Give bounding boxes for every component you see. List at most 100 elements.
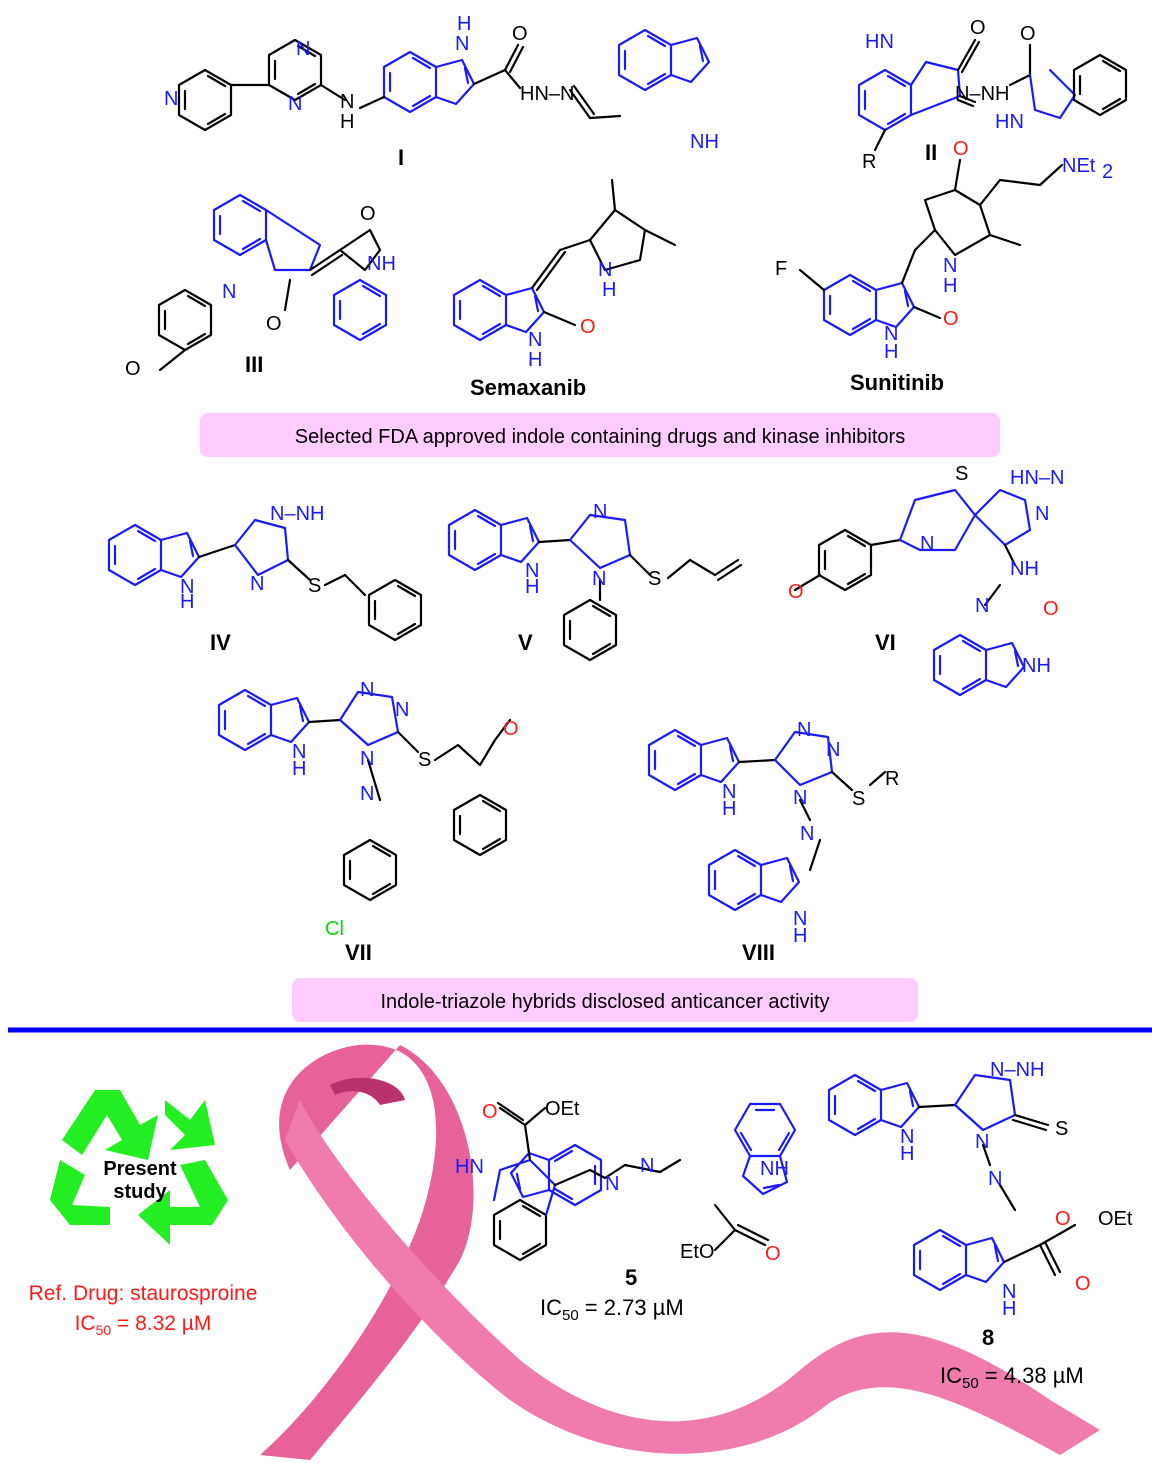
atom-vii-cl: Cl xyxy=(325,918,344,940)
atom-vii-indole-h: H xyxy=(292,758,306,780)
awareness-ribbon-icon xyxy=(260,1044,1100,1460)
label-compound-II: II xyxy=(925,140,937,165)
atom-suni-indolinone-h: H xyxy=(884,341,898,363)
atom-carbonyl-o: O xyxy=(512,23,528,45)
label-sunitinib: Sunitinib xyxy=(850,370,944,395)
compound-VI xyxy=(793,488,1032,695)
label-compound-VIII: VIII xyxy=(742,940,775,965)
compound-VII xyxy=(219,690,512,902)
atom-iv-nn: N–NH xyxy=(270,503,324,525)
compound-II xyxy=(857,38,1128,152)
banner-fda xyxy=(200,413,1000,457)
atom-5-eto: EtO xyxy=(680,1241,714,1263)
atom-v-nn: N xyxy=(593,501,607,523)
atom-vi-o: O xyxy=(1043,598,1059,620)
atom-sema-pyrrole-nh: N xyxy=(598,259,612,281)
atom-viii-imine-n: N xyxy=(800,823,814,845)
label-compound-VII: VII xyxy=(345,940,372,965)
label-compound-5: 5 xyxy=(625,1265,637,1290)
atom-sema-indolinone-n: N xyxy=(528,329,542,351)
atom-viii-n2: N xyxy=(826,739,840,761)
atom-vii-indole-n: N xyxy=(292,741,306,763)
atom-5-nh1: HN xyxy=(455,1156,484,1178)
atom-viii-s: S xyxy=(852,788,865,810)
atom-vi-n3: N xyxy=(920,533,934,555)
result-8-ic50: IC50 = 4.38 µM xyxy=(940,1363,1084,1392)
atom-iv-s: S xyxy=(308,575,321,597)
compound-5 xyxy=(492,1101,795,1262)
atom-v-indole-h: H xyxy=(525,576,539,598)
sunitinib xyxy=(798,158,1064,335)
atom-vii-s: S xyxy=(418,749,431,771)
atom-ii-r: R xyxy=(862,151,876,173)
reference-drug: Ref. Drug: staurosproine xyxy=(29,1282,258,1305)
atom-iv-n: N xyxy=(250,573,264,595)
atom-vi-s: S xyxy=(955,463,968,485)
banner-hybrids xyxy=(292,978,918,1022)
atom-5-nh2: NH xyxy=(760,1158,789,1180)
atom-indole-nh-2: NH xyxy=(690,131,719,153)
atom-indole-n: N xyxy=(455,33,469,55)
atom-pyrimidine-n2: N xyxy=(288,93,302,115)
label-compound-I: I xyxy=(398,145,404,170)
atom-8-o1: O xyxy=(1055,1208,1071,1230)
atom-pyrimidine-n1: N xyxy=(296,38,310,60)
atom-v-s: S xyxy=(648,568,661,590)
atom-viii-r: R xyxy=(885,768,899,790)
atom-ii-hydrazone: N–NH xyxy=(955,83,1009,105)
atom-8-nn: N–NH xyxy=(990,1059,1044,1081)
label-compound-IV: IV xyxy=(210,630,231,655)
atom-5-n2: N xyxy=(640,1155,654,1177)
result-5-ic50: IC50 = 2.73 µM xyxy=(540,1295,684,1324)
atom-viii-nn: N xyxy=(797,719,811,741)
atom-sema-pyrrole-h: H xyxy=(602,279,616,301)
label-compound-8: 8 xyxy=(982,1325,994,1350)
atom-iii-nh: NH xyxy=(367,253,396,275)
atom-viii-indole-n: N xyxy=(722,781,736,803)
atom-ii-o2: O xyxy=(1020,23,1036,45)
atom-suni-f: F xyxy=(775,258,787,280)
atom-5-o2: O xyxy=(765,1243,781,1265)
atom-8-n4: N xyxy=(975,1131,989,1153)
atom-vi-indolinone-nh: NH xyxy=(1022,655,1051,677)
atom-iv-indole-n: N xyxy=(180,576,194,598)
atom-5-o1: O xyxy=(482,1101,498,1123)
atom-vii-n4: N xyxy=(360,748,374,770)
atom-vii-imine-n: N xyxy=(360,783,374,805)
label-compound-III: III xyxy=(245,352,263,377)
atom-viii-indole2-n: N xyxy=(793,908,807,930)
atom-suni-ketone-o: O xyxy=(953,138,969,160)
atom-vii-o: O xyxy=(503,718,519,740)
semaxanib xyxy=(454,178,677,340)
atom-iii-methoxy-o: O xyxy=(125,358,141,380)
atom-viii-indole-h: H xyxy=(722,798,736,820)
atom-8-imine-n: N xyxy=(988,1168,1002,1190)
atom-8-indole-n: N xyxy=(900,1126,914,1148)
atom-viii-n4: N xyxy=(793,787,807,809)
reference-ic50: IC50 = 8.32 µM xyxy=(75,1312,212,1338)
label-compound-VI: VI xyxy=(875,630,896,655)
atom-v-indole-n: N xyxy=(525,560,539,582)
atom-suni-pyrrole-h: H xyxy=(943,275,957,297)
atom-iii-o2: O xyxy=(360,203,376,225)
atom-pyridine-n: N xyxy=(164,88,178,110)
atom-vi-n4: N xyxy=(975,595,989,617)
label-semaxanib: Semaxanib xyxy=(470,375,586,400)
atom-iii-o1: O xyxy=(266,313,282,335)
compound-V xyxy=(449,510,743,662)
atom-8-indole-h: H xyxy=(900,1143,914,1165)
atom-suni-amine: NEt xyxy=(1062,155,1096,177)
atom-vii-nn: N xyxy=(360,679,374,701)
label-compound-V: V xyxy=(518,630,533,655)
atom-5-oet1: OEt xyxy=(545,1098,580,1120)
atom-ii-isoindoline-nh: HN xyxy=(995,111,1024,133)
atom-vi-nn: HN–N xyxy=(1010,467,1064,489)
atom-ii-nh: HN xyxy=(865,31,894,53)
atom-viii-indole2-h: H xyxy=(793,925,807,947)
atom-vi-methoxy-o: O xyxy=(788,581,804,603)
banner-fda-text: Selected FDA approved indole containing … xyxy=(295,426,905,448)
atom-ii-o1: O xyxy=(970,17,986,39)
compound-III xyxy=(157,193,388,372)
recycle-icon xyxy=(50,1090,228,1245)
